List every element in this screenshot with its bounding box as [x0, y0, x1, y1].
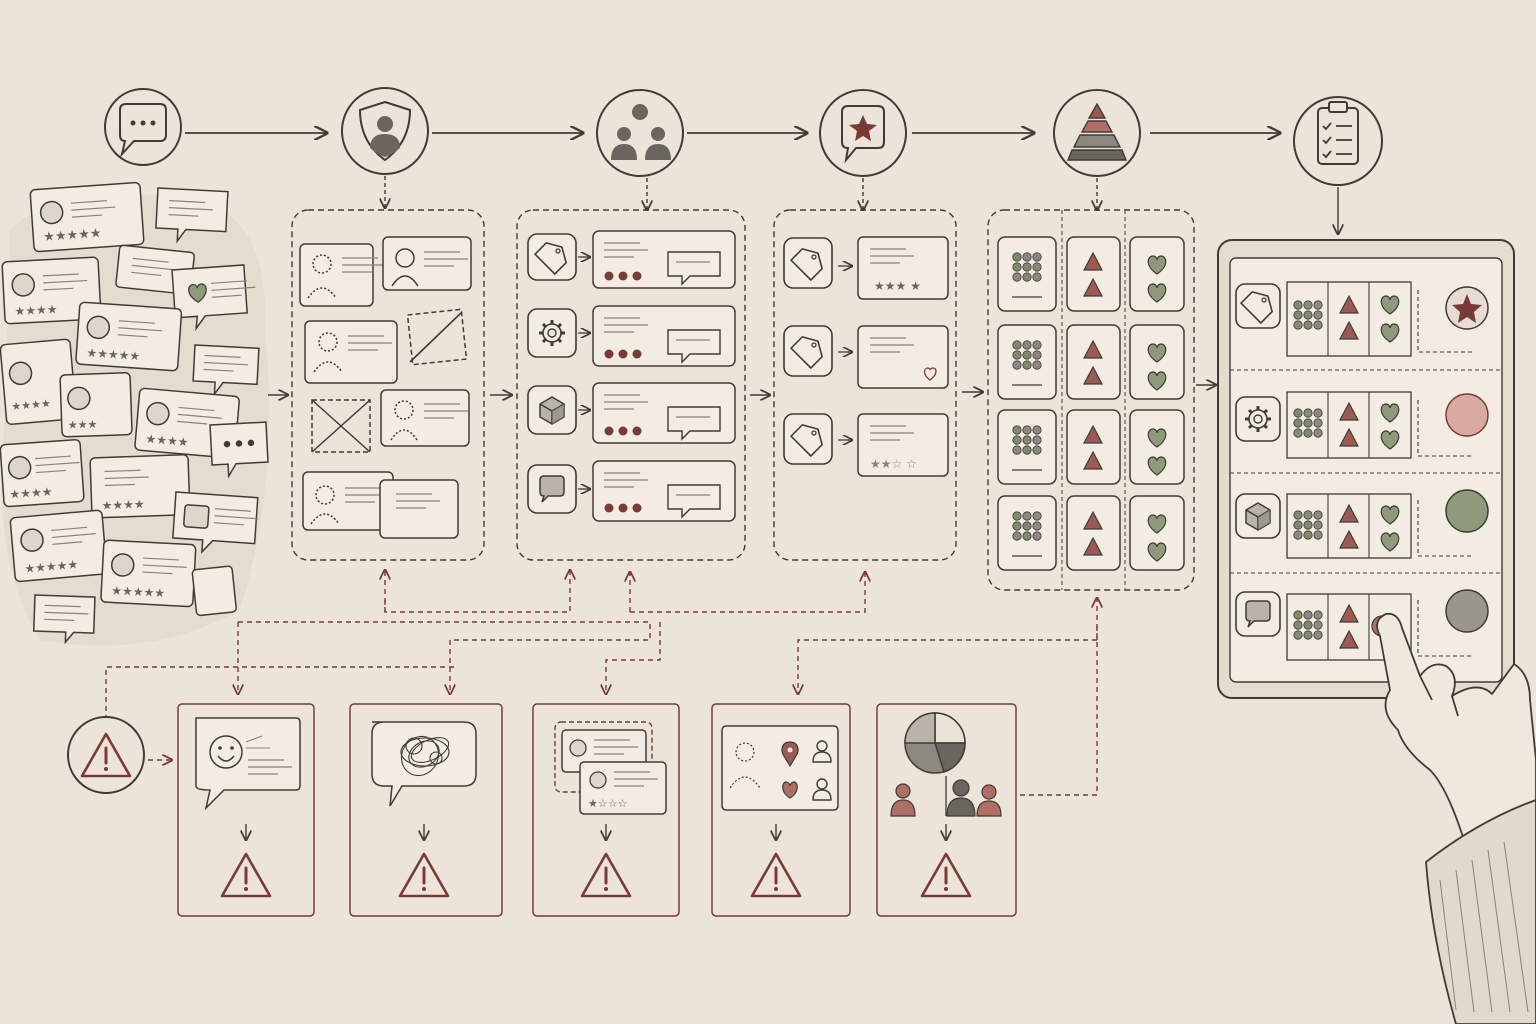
review-card: ★★★ — [59, 371, 133, 438]
anonymize-panel — [291, 209, 485, 561]
svg-text:★★★★★: ★★★★★ — [111, 583, 165, 600]
pipeline-stage-categorize — [596, 89, 684, 177]
categorize-panel — [516, 209, 746, 561]
review-card: ★★★★ — [0, 338, 78, 426]
category-row-gear — [527, 305, 736, 367]
report-tablet — [1217, 239, 1515, 699]
review-card: ★★★★★ — [9, 509, 108, 583]
rated-row: ★★☆ ☆ — [783, 413, 949, 477]
personal-data-icon — [729, 740, 832, 801]
pipeline-stage-rate — [819, 89, 907, 177]
pie-chart-icon — [904, 712, 966, 774]
discarded-card — [311, 399, 371, 453]
pyramid-icon — [1066, 102, 1128, 161]
cube-icon — [539, 396, 565, 425]
warning-icon — [920, 852, 972, 898]
hand-illustration — [1376, 612, 1536, 1024]
pipeline-stage-prioritize — [1053, 89, 1141, 177]
anon-card — [299, 243, 387, 307]
warning-icon — [220, 852, 272, 898]
review-card: ★★★★★ — [75, 301, 183, 372]
svg-text:★★★★: ★★★★ — [14, 302, 58, 318]
review-card: ★★★★★ — [29, 181, 145, 253]
review-card: ★★★★★ — [100, 539, 197, 608]
rated-row — [783, 325, 949, 389]
review-card: ★★★★ — [89, 454, 191, 519]
svg-text:★★★ ★: ★★★ ★ — [874, 279, 921, 293]
review-card: ★★★★ — [1, 256, 102, 325]
report-row-gear[interactable] — [1235, 391, 1489, 459]
anon-card — [304, 320, 398, 384]
risk-card-sarcasm — [177, 703, 315, 917]
emoji-sarcasm-icon — [209, 735, 243, 769]
svg-text:★★★★: ★★★★ — [145, 432, 189, 450]
report-row-cube[interactable] — [1235, 489, 1489, 559]
matrix-row — [998, 410, 1184, 484]
gray-status-icon — [1445, 589, 1489, 633]
demographic-people-icon — [890, 776, 1002, 817]
matrix-row — [997, 236, 1185, 312]
shield-user-icon — [358, 100, 412, 162]
cube-icon — [1245, 502, 1271, 531]
category-row-chat — [527, 460, 736, 522]
prioritize-matrix — [987, 209, 1195, 591]
risk-warning-source — [67, 716, 145, 794]
warning-icon — [398, 852, 450, 898]
warning-icon — [580, 852, 632, 898]
rate-panel: ★★★ ★ ★★☆ ☆ — [773, 209, 957, 561]
green-status-icon — [1445, 489, 1489, 533]
red-status-icon — [1445, 393, 1489, 437]
svg-text:★★★★: ★★★★ — [101, 497, 144, 512]
risk-card-bias — [876, 703, 1017, 917]
group-people-icon — [611, 104, 671, 160]
duplicate-reviews-icon: ★☆☆☆ — [561, 729, 667, 815]
category-row-cube — [527, 382, 736, 444]
svg-text:★★★: ★★★ — [68, 418, 98, 432]
svg-text:★★★★★: ★★★★★ — [43, 226, 102, 245]
svg-text:★☆☆☆: ★☆☆☆ — [588, 797, 628, 810]
clipboard-checklist-icon — [1317, 101, 1359, 165]
discarded-card — [406, 308, 468, 366]
star-bubble-icon — [841, 105, 885, 164]
speech-bubble-icon — [119, 103, 167, 158]
report-row-chat[interactable] — [1235, 589, 1489, 661]
stage-down-arrows — [385, 176, 1338, 234]
svg-text:★★★★★: ★★★★★ — [86, 346, 141, 364]
svg-text:★★☆ ☆: ★★☆ ☆ — [870, 457, 917, 471]
speech-card — [191, 565, 237, 617]
tangled-scribble-icon — [400, 735, 450, 777]
pipeline-stage-anonymize — [341, 87, 429, 175]
svg-text:★★★★: ★★★★ — [9, 484, 53, 501]
anon-card — [382, 236, 472, 291]
matrix-row — [998, 325, 1184, 399]
matrix-row — [998, 496, 1184, 570]
risk-links — [105, 570, 1097, 796]
speech-card — [192, 344, 260, 397]
speech-card — [155, 187, 229, 244]
category-row-tag — [527, 230, 736, 289]
rated-row: ★★★ ★ — [783, 236, 949, 300]
warning-icon — [750, 852, 802, 898]
anon-card — [380, 389, 470, 447]
risk-card-ambiguity — [349, 703, 503, 917]
ellipsis-bubble-card — [209, 421, 269, 479]
review-card: ★★★★ — [0, 439, 85, 508]
risk-card-duplicates: ★☆☆☆ — [532, 703, 680, 917]
pipeline-stage-collect — [104, 88, 182, 166]
pipeline-stage-report — [1293, 96, 1383, 186]
speech-card — [32, 594, 96, 645]
report-row-tag[interactable] — [1235, 281, 1489, 357]
svg-text:★★★★★: ★★★★★ — [24, 557, 79, 576]
risk-card-personal-data — [711, 703, 851, 917]
thumbs-up-card — [171, 491, 260, 554]
star-badge-icon — [1445, 286, 1489, 330]
raw-feedback-pile: ★★★★★ ★★★★ — [0, 181, 270, 646]
anon-card — [379, 479, 459, 539]
svg-text:★★★★: ★★★★ — [11, 397, 52, 413]
